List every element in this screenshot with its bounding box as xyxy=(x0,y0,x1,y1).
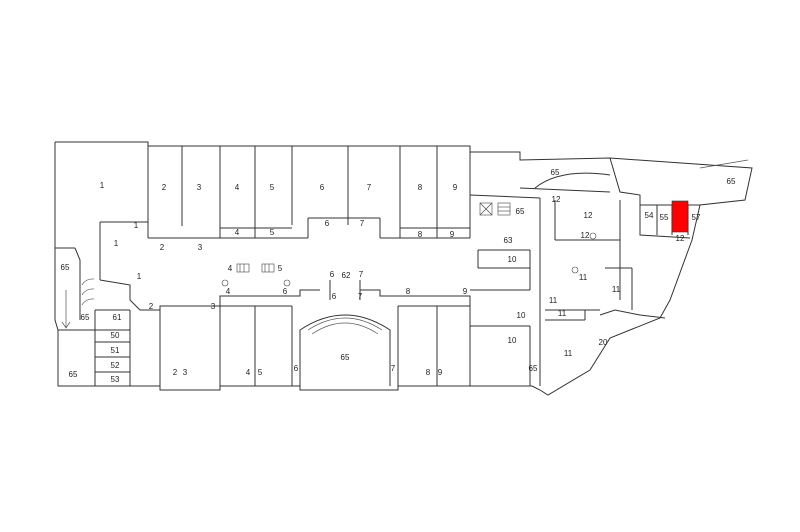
unit-label: 6 xyxy=(332,292,337,301)
unit-label: 5 xyxy=(278,264,283,273)
unit-label: 9 xyxy=(450,230,455,239)
stair-symbols xyxy=(221,202,597,287)
unit-label: 4 xyxy=(246,368,251,377)
building-outline xyxy=(54,141,753,396)
unit-label: 7 xyxy=(358,292,363,301)
unit-label: 4 xyxy=(226,287,231,296)
unit-label: 3 xyxy=(211,302,216,311)
unit-label: 6 xyxy=(294,364,299,373)
unit-label: 2 xyxy=(160,243,165,252)
unit-label: 7 xyxy=(360,219,365,228)
unit-label: 54 xyxy=(645,211,654,220)
unit-label: 7 xyxy=(367,183,372,192)
unit-label: 63 xyxy=(504,236,513,245)
unit-label: 11 xyxy=(612,285,621,294)
unit-label: 11 xyxy=(549,296,558,305)
unit-label: 53 xyxy=(111,375,120,384)
unit-label: 6 xyxy=(283,287,288,296)
unit-label: 10 xyxy=(508,255,517,264)
unit-label: 2 xyxy=(149,302,154,311)
unit-label: 65 xyxy=(81,313,90,322)
unit-label: 12 xyxy=(581,231,590,240)
unit-label: 3 xyxy=(183,368,188,377)
unit-label: 1 xyxy=(137,272,142,281)
unit-label: 65 xyxy=(69,370,78,379)
unit-label: 10 xyxy=(508,336,517,345)
right-wing xyxy=(469,157,749,386)
unit-label: 10 xyxy=(517,311,526,320)
unit-label: 8 xyxy=(418,183,423,192)
unit-label: 5 xyxy=(258,368,263,377)
unit-label: 65 xyxy=(61,263,70,272)
unit-label: 52 xyxy=(111,361,120,370)
unit-label: 8 xyxy=(406,287,411,296)
unit-label: 8 xyxy=(426,368,431,377)
unit-label: 12 xyxy=(552,195,561,204)
unit-label: 2 xyxy=(173,368,178,377)
unit-label: 50 xyxy=(111,331,120,340)
highlighted-unit[interactable] xyxy=(671,200,689,233)
unit-label: 65 xyxy=(516,207,525,216)
unit-label: 62 xyxy=(342,271,351,280)
unit-label: 9 xyxy=(463,287,468,296)
unit-label: 6 xyxy=(330,270,335,279)
unit-label: 7 xyxy=(359,270,364,279)
unit-label: 55 xyxy=(660,213,669,222)
left-wing xyxy=(55,247,130,386)
unit-label: 65 xyxy=(727,177,736,186)
unit-label: 65 xyxy=(551,168,560,177)
top-units xyxy=(99,146,471,280)
unit-label: 4 xyxy=(235,228,240,237)
unit-label: 1 xyxy=(100,181,105,190)
unit-label: 61 xyxy=(113,313,122,322)
bottom-units xyxy=(99,279,471,386)
unit-label: 6 xyxy=(320,183,325,192)
unit-label: 3 xyxy=(198,243,203,252)
unit-label: 1 xyxy=(114,239,119,248)
unit-label: 1 xyxy=(134,221,139,230)
unit-label: 7 xyxy=(391,364,396,373)
unit-label: 57 xyxy=(692,213,701,222)
unit-label: 4 xyxy=(228,264,233,273)
unit-label: 9 xyxy=(453,183,458,192)
unit-label: 12 xyxy=(584,211,593,220)
unit-label: 5 xyxy=(270,183,275,192)
unit-label: 5 xyxy=(270,228,275,237)
unit-label: 65 xyxy=(341,353,350,362)
unit-labels: 1 2 3 4 5 6 7 8 9 1 1 2 3 4 5 6 7 8 9 1 … xyxy=(61,168,736,384)
unit-label: 9 xyxy=(438,368,443,377)
unit-label: 2 xyxy=(162,183,167,192)
unit-label: 11 xyxy=(564,349,573,358)
unit-label: 12 xyxy=(676,234,685,243)
unit-label: 11 xyxy=(579,273,588,282)
unit-label: 20 xyxy=(599,338,608,347)
unit-label: 11 xyxy=(558,309,567,318)
unit-label: 4 xyxy=(235,183,240,192)
unit-label: 3 xyxy=(197,183,202,192)
unit-label: 6 xyxy=(325,219,330,228)
unit-label: 51 xyxy=(111,346,120,355)
unit-label: 8 xyxy=(418,230,423,239)
unit-label: 65 xyxy=(529,364,538,373)
